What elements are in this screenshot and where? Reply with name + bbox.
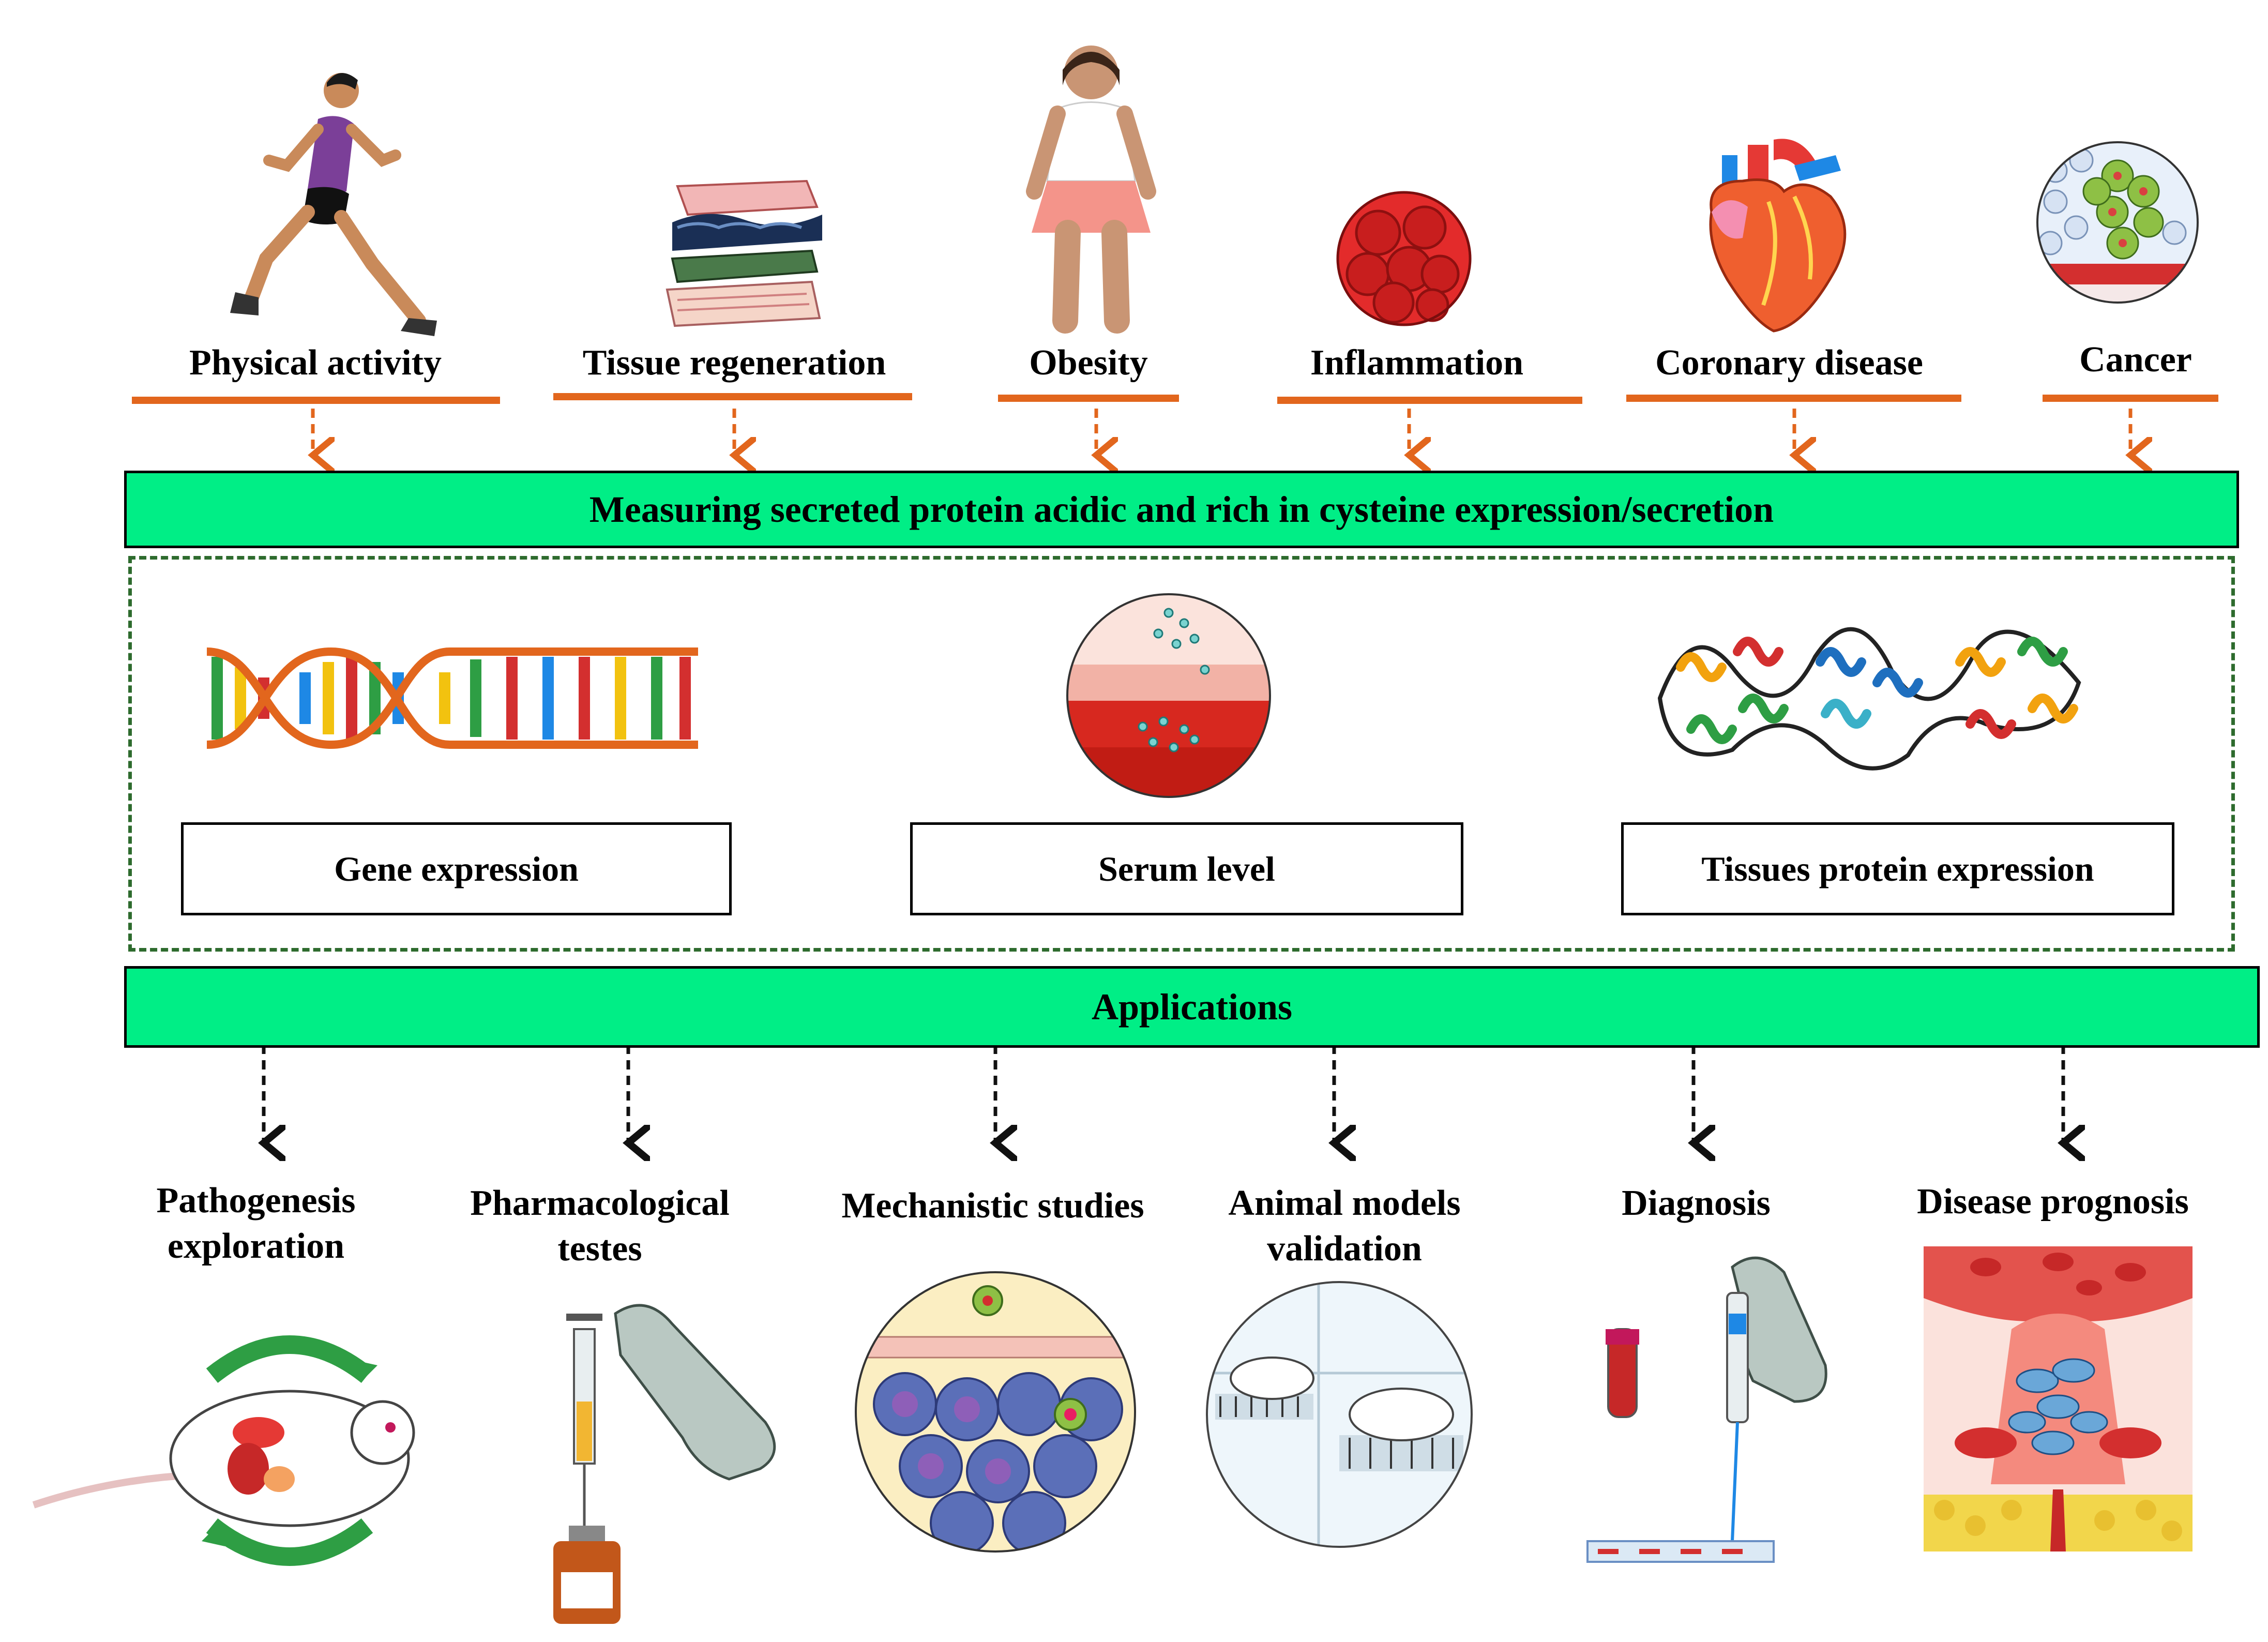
syringe-vial-icon: [553, 1304, 776, 1624]
application-pathogenesis-line2: exploration: [167, 1226, 345, 1266]
application-pharmacological-line2: testes: [557, 1229, 642, 1269]
protein-structure-icon: [1657, 627, 2081, 771]
factor-label-physical-activity: Physical activity: [189, 343, 442, 383]
tumor-invasion-icon: [1924, 1246, 2193, 1551]
application-mechanistic-studies: Mechanistic studies: [841, 1186, 1144, 1226]
pipette-sample-icon: [1586, 1256, 1827, 1563]
lab-rats-icon: [1206, 1281, 1473, 1548]
tumor-cells-icon: [2036, 141, 2199, 304]
method-tissues-protein-expression: Tissues protein expression: [1621, 822, 2174, 915]
method-gene-expression: Gene expression: [181, 822, 732, 915]
application-pharmacological-line1: Pharmacological: [470, 1183, 730, 1223]
application-pathogenesis-line1: Pathogenesis: [156, 1181, 356, 1221]
blood-vessel-icon: [1066, 593, 1271, 798]
factor-label-inflammation: Inflammation: [1310, 343, 1524, 383]
factor-label-cancer: Cancer: [2079, 340, 2192, 380]
mouse-organs-icon: [32, 1335, 415, 1566]
factor-label-tissue-regeneration: Tissue regeneration: [582, 343, 886, 383]
dna-helix-icon: [206, 647, 698, 749]
application-animal-models-line2: validation: [1267, 1229, 1422, 1269]
cell-tissue-icon: [855, 1271, 1136, 1553]
factor-underline: [553, 393, 912, 400]
factor-underline: [1277, 397, 1582, 404]
factor-underline: [998, 395, 1179, 402]
obese-child-icon: [1026, 46, 1156, 334]
factor-underline: [2043, 395, 2218, 402]
factor-underline: [1626, 395, 1961, 402]
application-diagnosis: Diagnosis: [1622, 1183, 1771, 1223]
application-disease-prognosis: Disease prognosis: [1917, 1182, 2189, 1222]
methods-frame: [128, 556, 2235, 952]
applications-bar: Applications: [124, 966, 2260, 1048]
method-serum-level: Serum level: [910, 822, 1463, 915]
factor-label-coronary-disease: Coronary disease: [1655, 343, 1923, 383]
tissue-layers-icon: [666, 179, 822, 327]
inflamed-cells-icon: [1336, 191, 1472, 326]
runner-icon: [230, 73, 437, 336]
heart-icon: [1709, 139, 1847, 333]
application-animal-models-line1: Animal models: [1228, 1183, 1461, 1223]
factor-underline: [132, 397, 500, 404]
factor-label-obesity: Obesity: [1029, 343, 1148, 383]
measuring-bar: Measuring secreted protein acidic and ri…: [124, 471, 2239, 548]
